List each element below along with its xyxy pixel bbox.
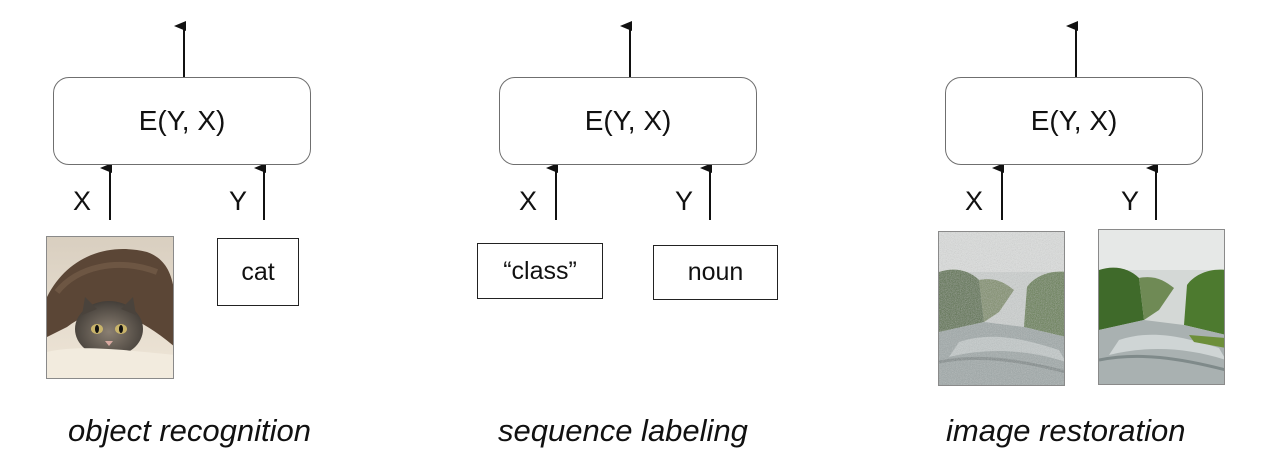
- y-label: Y: [1121, 186, 1140, 216]
- label-box-noun: noun: [653, 245, 778, 300]
- output-text: cat: [241, 257, 275, 286]
- input-text: “class”: [503, 256, 577, 285]
- energy-label: E(Y, X): [138, 105, 226, 136]
- energy-box-object-recognition: E(Y, X): [53, 77, 311, 165]
- x-label: X: [73, 186, 92, 216]
- noisy-landscape-image: [938, 231, 1065, 386]
- energy-box-sequence-labeling: E(Y, X): [499, 77, 757, 165]
- y-label: Y: [229, 186, 248, 216]
- caption-object-recognition: object recognition: [68, 413, 311, 448]
- caption-image-restoration: image restoration: [946, 413, 1186, 448]
- energy-label: E(Y, X): [584, 105, 672, 136]
- input-box-class: “class”: [477, 243, 603, 299]
- clean-landscape-image: [1098, 229, 1225, 385]
- energy-label: E(Y, X): [1030, 105, 1118, 136]
- label-box-cat: cat: [217, 238, 299, 306]
- output-text: noun: [687, 258, 744, 286]
- x-label: X: [519, 186, 538, 216]
- cat-image: [46, 236, 174, 379]
- energy-box-image-restoration: E(Y, X): [945, 77, 1203, 165]
- y-label: Y: [675, 186, 694, 216]
- x-label: X: [965, 186, 984, 216]
- caption-sequence-labeling: sequence labeling: [498, 413, 748, 448]
